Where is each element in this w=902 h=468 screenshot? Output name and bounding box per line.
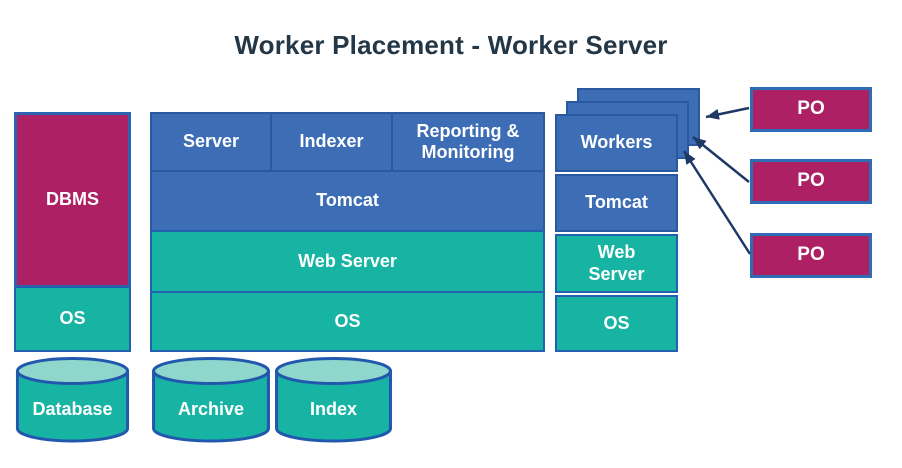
- arrow-po1-to-workers: [705, 106, 750, 120]
- workers-tomcat-box: Tomcat: [555, 174, 678, 232]
- po-box-1: PO: [750, 87, 872, 132]
- app-reporting-monitoring-box: Reporting & Monitoring: [391, 112, 545, 172]
- workers-box: Workers: [555, 114, 678, 172]
- workers-os-box: OS: [555, 295, 678, 352]
- worker-server-os-box: OS: [150, 291, 545, 352]
- index-cylinder: Index: [273, 356, 394, 444]
- workers-stack: Workers: [555, 88, 701, 172]
- index-cylinder-label: Index: [309, 398, 357, 419]
- diagram-title: Worker Placement - Worker Server: [234, 30, 668, 60]
- archive-cylinder-label: Archive: [177, 398, 245, 419]
- cylinder-shape-icon: [275, 357, 392, 443]
- database-cylinder-label: Database: [32, 398, 113, 419]
- po-box-2: PO: [750, 159, 872, 204]
- worker-server-tomcat-box: Tomcat: [150, 170, 545, 232]
- workers-webserver-box: Web Server: [555, 234, 678, 293]
- cylinder-shape-icon: [15, 357, 130, 443]
- database-os-box: OS: [14, 286, 131, 352]
- app-server-box: Server: [150, 112, 272, 172]
- cylinder-shape-icon: [152, 357, 270, 443]
- po-box-3: PO: [750, 233, 872, 278]
- arrow-po2-to-workers: [692, 136, 750, 183]
- archive-cylinder: Archive: [150, 356, 272, 444]
- app-indexer-box: Indexer: [270, 112, 393, 172]
- database-cylinder: Database: [14, 356, 131, 444]
- worker-server-webserver-box: Web Server: [150, 230, 545, 293]
- dbms-box: DBMS: [14, 112, 131, 288]
